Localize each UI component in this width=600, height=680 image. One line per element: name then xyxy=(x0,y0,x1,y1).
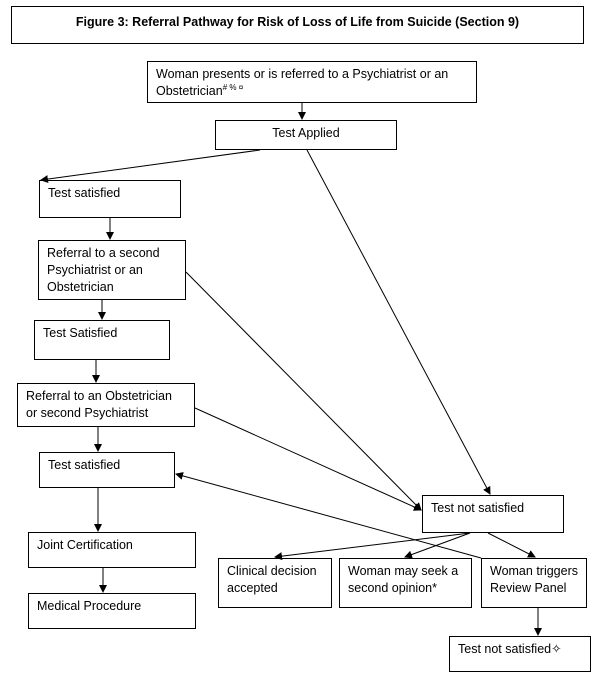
node-test-applied: Test Applied xyxy=(215,120,397,150)
node-woman-presents: Woman presents or is referred to a Psych… xyxy=(147,61,477,103)
node-woman-presents-text: Woman presents or is referred to a Psych… xyxy=(156,67,449,98)
node-test-satisfied-2: Test Satisfied xyxy=(34,320,170,360)
node-test-satisfied-3: Test satisfied xyxy=(39,452,175,488)
arrow-review-panel-to-satisfied3 xyxy=(175,472,482,559)
node-review-panel: Woman triggers Review Panel xyxy=(481,558,587,608)
node-woman-presents-marks: # % ¤ xyxy=(222,82,244,92)
node-clinical-decision: Clinical decision accepted xyxy=(218,558,332,608)
node-referral-second: Referral to a second Psychiatrist or an … xyxy=(38,240,186,300)
node-test-not-satisfied: Test not satisfied xyxy=(422,495,564,533)
node-test-satisfied-1: Test satisfied xyxy=(39,180,181,218)
arrow-test-applied-to-not-satisfied xyxy=(306,149,491,495)
node-test-not-satisfied-final: Test not satisfied✧ xyxy=(449,636,591,672)
node-referral-obstetrician: Referral to an Obstetrician or second Ps… xyxy=(17,383,195,427)
arrow-not-satisfied-to-second-opinion xyxy=(404,532,471,559)
arrow-test-applied-to-satisfied xyxy=(40,149,261,184)
node-second-opinion: Woman may seek a second opinion* xyxy=(339,558,472,608)
node-joint-certification: Joint Certification xyxy=(28,532,196,568)
node-medical-procedure: Medical Procedure xyxy=(28,593,196,629)
arrow-referral-obstetrician-to-not-satisfied xyxy=(194,407,422,511)
arrow-not-satisfied-to-review-panel xyxy=(487,532,536,558)
arrow-referral-to-not-satisfied xyxy=(185,271,422,511)
arrow-not-satisfied-to-clinical-decision xyxy=(274,532,471,561)
figure-title: Figure 3: Referral Pathway for Risk of L… xyxy=(11,6,584,44)
